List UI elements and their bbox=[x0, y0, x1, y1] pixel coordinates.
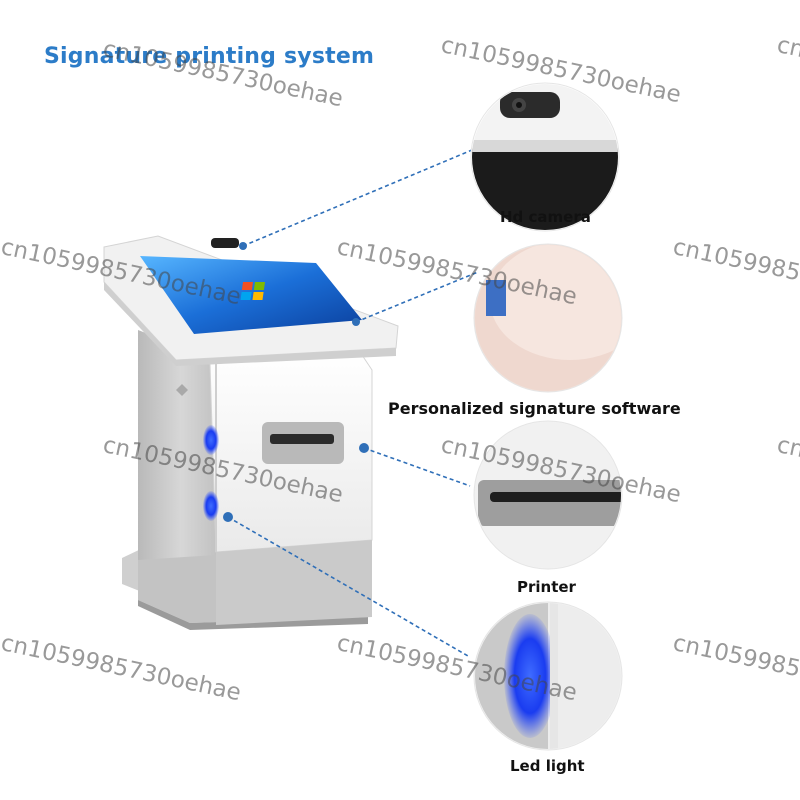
feature-label-led: Led light bbox=[510, 757, 585, 775]
led-lights bbox=[203, 425, 219, 521]
detail-printer bbox=[473, 420, 623, 570]
page-title: Signature printing system bbox=[44, 44, 375, 69]
feature-label-printer: Printer bbox=[517, 578, 576, 596]
callout-lines bbox=[227, 149, 479, 657]
feature-label-camera: Hd camera bbox=[500, 208, 591, 226]
kiosk-screen-head bbox=[103, 235, 399, 366]
detail-led bbox=[473, 601, 623, 751]
detail-software bbox=[473, 243, 623, 393]
feature-label-software: Personalized signature software bbox=[388, 399, 681, 418]
callout-dots bbox=[223, 242, 369, 522]
printer-slot bbox=[262, 422, 344, 464]
windows-logo-icon bbox=[240, 282, 265, 300]
